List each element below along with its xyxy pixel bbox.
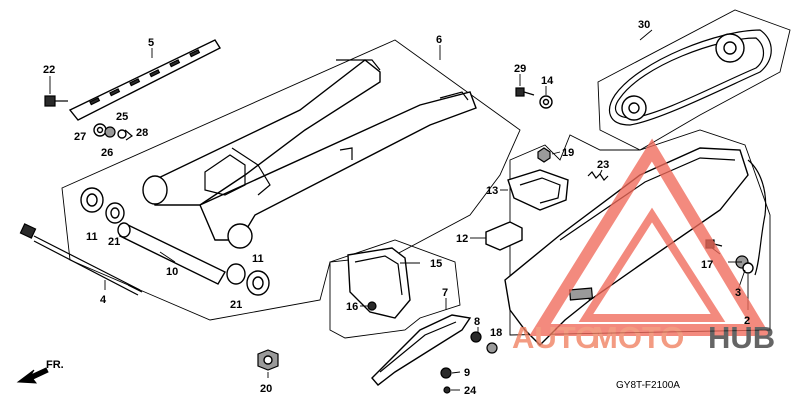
callout-10: 10	[166, 266, 178, 278]
bearing-21-left	[105, 202, 125, 224]
watermark-word-hub: HUB	[708, 320, 775, 355]
callout-21-left: 21	[108, 236, 120, 248]
guide-group-outline	[329, 239, 461, 339]
callout-16: 16	[346, 301, 358, 313]
front-direction-label: FR.	[46, 359, 64, 371]
spring-23	[587, 171, 609, 181]
pivot-bolt	[19, 223, 143, 296]
dust-seal-11-right	[246, 270, 270, 296]
watermark-word-auto: AUTO	[512, 320, 599, 355]
callout-17: 17	[701, 259, 713, 271]
callout-25: 25	[116, 111, 128, 123]
callout-12: 12	[456, 233, 468, 245]
callout-26: 26	[101, 147, 113, 159]
callout-30: 30	[638, 19, 650, 31]
callout-24: 24	[464, 385, 477, 397]
chain-guide-15	[347, 247, 411, 319]
callout-28: 28	[136, 127, 148, 139]
bearing-21-right	[226, 263, 246, 285]
callout-3: 3	[735, 287, 741, 299]
nut-26	[104, 126, 116, 138]
watermark-triangle-inner	[578, 207, 726, 322]
callout-22: 22	[43, 64, 55, 76]
chain-guide-mount-13	[507, 169, 569, 211]
callout-15: 15	[430, 258, 442, 270]
chain-slider-7	[371, 314, 472, 386]
clip-28	[124, 129, 133, 141]
bolt-22	[44, 95, 68, 107]
callout-11-right: 11	[252, 253, 264, 265]
collar-14	[539, 95, 553, 109]
callout-6: 6	[436, 34, 442, 46]
watermark-triangle-outer	[529, 138, 771, 336]
nut-9	[440, 367, 452, 379]
callout-18: 18	[490, 327, 502, 339]
callout-14: 14	[541, 75, 554, 87]
bolt-19	[537, 147, 551, 163]
bolt-24	[443, 386, 451, 394]
front-direction-arrow: FR.	[16, 359, 64, 384]
callout-11-left: 11	[86, 231, 98, 243]
washer-27	[93, 123, 107, 137]
bolt-8	[470, 331, 482, 343]
swingarm	[142, 59, 477, 249]
callout-27: 27	[74, 131, 86, 143]
collar-25	[117, 129, 127, 139]
callout-21-right: 21	[230, 299, 242, 311]
drive-chain	[608, 29, 772, 126]
nut-20	[257, 349, 279, 371]
rubber-block-12	[485, 221, 523, 251]
bolt-16	[367, 301, 377, 311]
callout-23: 23	[597, 159, 609, 171]
collar-18	[486, 342, 498, 354]
watermark-word-moto: MOTO	[592, 320, 684, 355]
pivot-collar-10	[117, 222, 226, 285]
callout-8: 8	[474, 316, 480, 328]
chain-adjuster-plate	[68, 39, 221, 121]
callout-29: 29	[514, 63, 526, 75]
callout-5: 5	[148, 37, 154, 49]
watermark: AUTO MOTO HUB	[512, 138, 775, 355]
dust-seal-11-left	[80, 187, 104, 213]
callout-2: 2	[744, 315, 750, 327]
callout-13: 13	[486, 185, 498, 197]
callout-7: 7	[442, 287, 448, 299]
callout-19: 19	[562, 147, 574, 159]
callout-20: 20	[260, 383, 272, 395]
bolt-29	[515, 87, 535, 97]
callout-4: 4	[100, 294, 107, 306]
callout-9: 9	[464, 367, 470, 379]
chain-group-outline	[597, 9, 791, 151]
diagram-code: GY8T-F2100A	[616, 380, 680, 391]
